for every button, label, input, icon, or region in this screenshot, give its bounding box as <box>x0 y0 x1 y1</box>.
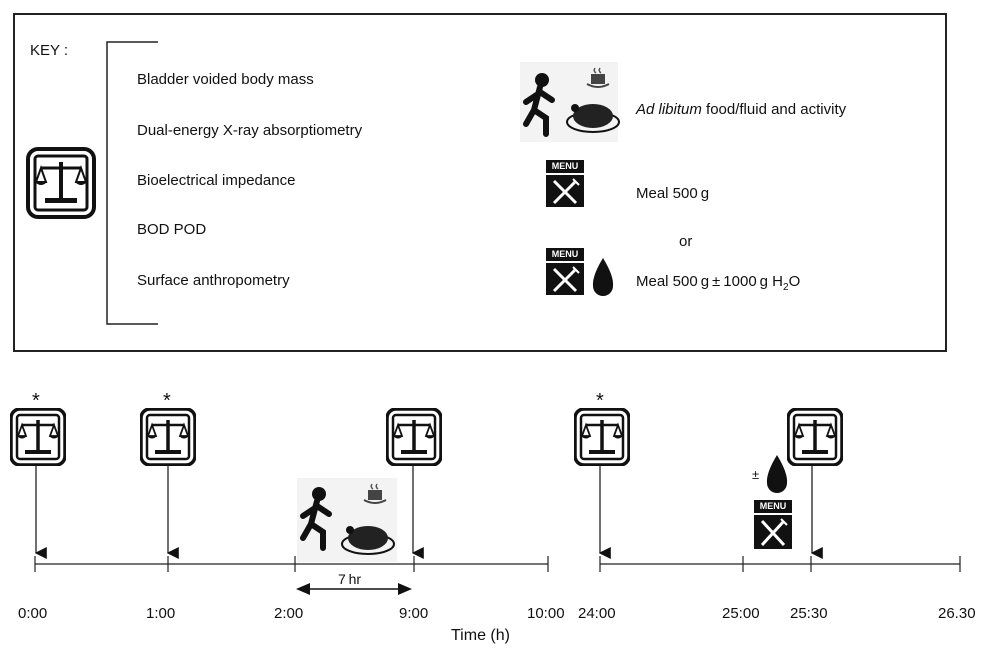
plusminus-label: ± <box>752 467 760 482</box>
scale-icon <box>386 408 442 466</box>
tick-label: 25:30 <box>790 605 828 622</box>
key-title: KEY : <box>30 42 69 59</box>
tick-label: 0:00 <box>18 605 48 622</box>
tick-label: 2:00 <box>274 605 304 622</box>
meal1-label: Meal 500 g <box>636 185 710 202</box>
cutlery-icon <box>546 263 584 295</box>
method-label: Bladder voided body mass <box>137 71 314 88</box>
food-icon <box>566 104 620 133</box>
key-box <box>13 13 947 352</box>
asterisk-marker: * <box>596 390 604 412</box>
adlib-italic: Ad libitum <box>636 101 702 118</box>
duration-label: 7 hr <box>338 571 362 587</box>
menu-label: MENU <box>754 500 792 513</box>
tick-label: 26.30 <box>938 605 976 622</box>
menu-icon: MENU <box>546 160 584 208</box>
coffee-icon <box>363 483 387 504</box>
water-drop-icon <box>766 455 788 493</box>
method-label: Bioelectrical impedance <box>137 172 296 189</box>
method-label: Dual-energy X-ray absorptiometry <box>137 122 363 139</box>
meal2-end: O <box>788 273 801 290</box>
cutlery-icon <box>546 175 584 207</box>
tick-label: 9:00 <box>399 605 429 622</box>
tick-label: 25:00 <box>722 605 760 622</box>
scale-icon <box>140 408 196 466</box>
menu-label: MENU <box>546 248 584 261</box>
method-label: Surface anthropometry <box>137 272 290 289</box>
asterisk-marker: * <box>163 390 171 412</box>
tick-label: 1:00 <box>146 605 176 622</box>
method-label: BOD POD <box>137 221 207 238</box>
axis-title: Time (h) <box>451 627 510 644</box>
or-label: or <box>679 233 693 250</box>
coffee-icon <box>586 67 610 88</box>
scale-icon <box>574 408 630 466</box>
food-icon <box>341 526 395 555</box>
time-axis-left <box>34 556 549 572</box>
tick-label: 10:00 <box>527 605 565 622</box>
menu-icon: MENU <box>754 500 792 550</box>
scale-icon <box>26 147 96 219</box>
meal2-main: Meal 500 g ± 1000 g H <box>636 273 784 290</box>
scale-icon <box>787 408 843 466</box>
adlib-rest: food/fluid and activity <box>706 101 847 118</box>
menu-icon: MENU <box>546 248 584 296</box>
tick-label: 24:00 <box>578 605 616 622</box>
cutlery-icon <box>754 515 792 549</box>
meal2-label: Meal 500 g ± 1000 g H2O <box>636 273 800 293</box>
menu-label: MENU <box>546 160 584 173</box>
water-drop-icon <box>592 258 614 296</box>
meal2-sub: 2 <box>783 282 789 293</box>
adlib-label: Ad libitum food/fluid and activity <box>636 101 846 118</box>
duration-arrow <box>296 583 412 595</box>
asterisk-marker: * <box>32 390 40 412</box>
scale-icon <box>10 408 66 466</box>
time-axis-right <box>599 556 961 572</box>
